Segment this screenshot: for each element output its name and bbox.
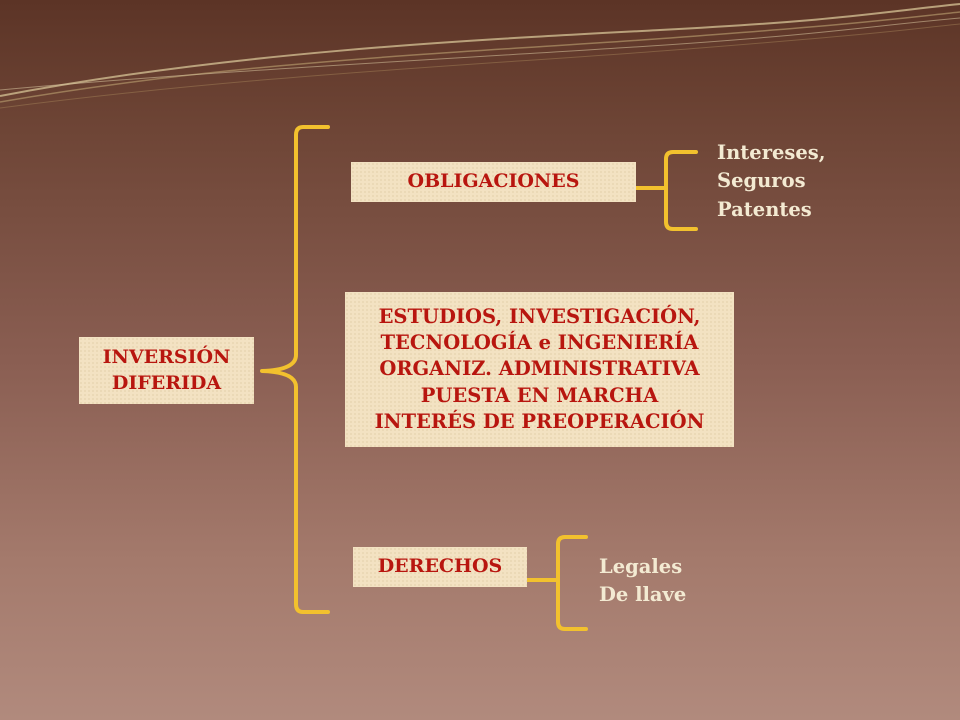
derechos-label: DERECHOS [377,555,503,578]
estudios-box: ESTUDIOS, INVESTIGACIÓN, TECNOLOGÍA e IN… [345,292,734,447]
inversion-diferida-box: INVERSIÓN DIFERIDA [79,337,254,404]
estudios-line: PUESTA EN MARCHA [420,383,659,407]
estudios-line: ESTUDIOS, INVESTIGACIÓN, [378,305,701,329]
main-bracket [260,125,330,614]
derechos-box: DERECHOS [353,547,527,587]
estudios-line: INTERÉS DE PREOPERACIÓN [374,409,705,433]
derechos-item: De llave [599,583,687,607]
root-line: DIFERIDA [111,371,222,394]
derechos-items: Legales De llave [599,553,686,610]
derechos-bracket [556,535,588,631]
obligaciones-item: Intereses, [717,141,826,164]
obligaciones-label: OBLIGACIONES [407,170,580,193]
estudios-line: TECNOLOGÍA e INGENIERÍA [380,331,699,355]
derechos-item: Legales [599,555,683,578]
root-line: INVERSIÓN [102,346,231,369]
obligaciones-item: Patentes [717,197,812,221]
obligaciones-items: Intereses, Seguros Patentes [717,139,826,224]
obligaciones-box: OBLIGACIONES [351,162,636,202]
obligaciones-item: Seguros [717,169,806,193]
obligaciones-bracket [664,150,698,231]
decorative-wave-lines [0,3,960,109]
estudios-line: ORGANIZ. ADMINISTRATIVA [379,357,700,381]
